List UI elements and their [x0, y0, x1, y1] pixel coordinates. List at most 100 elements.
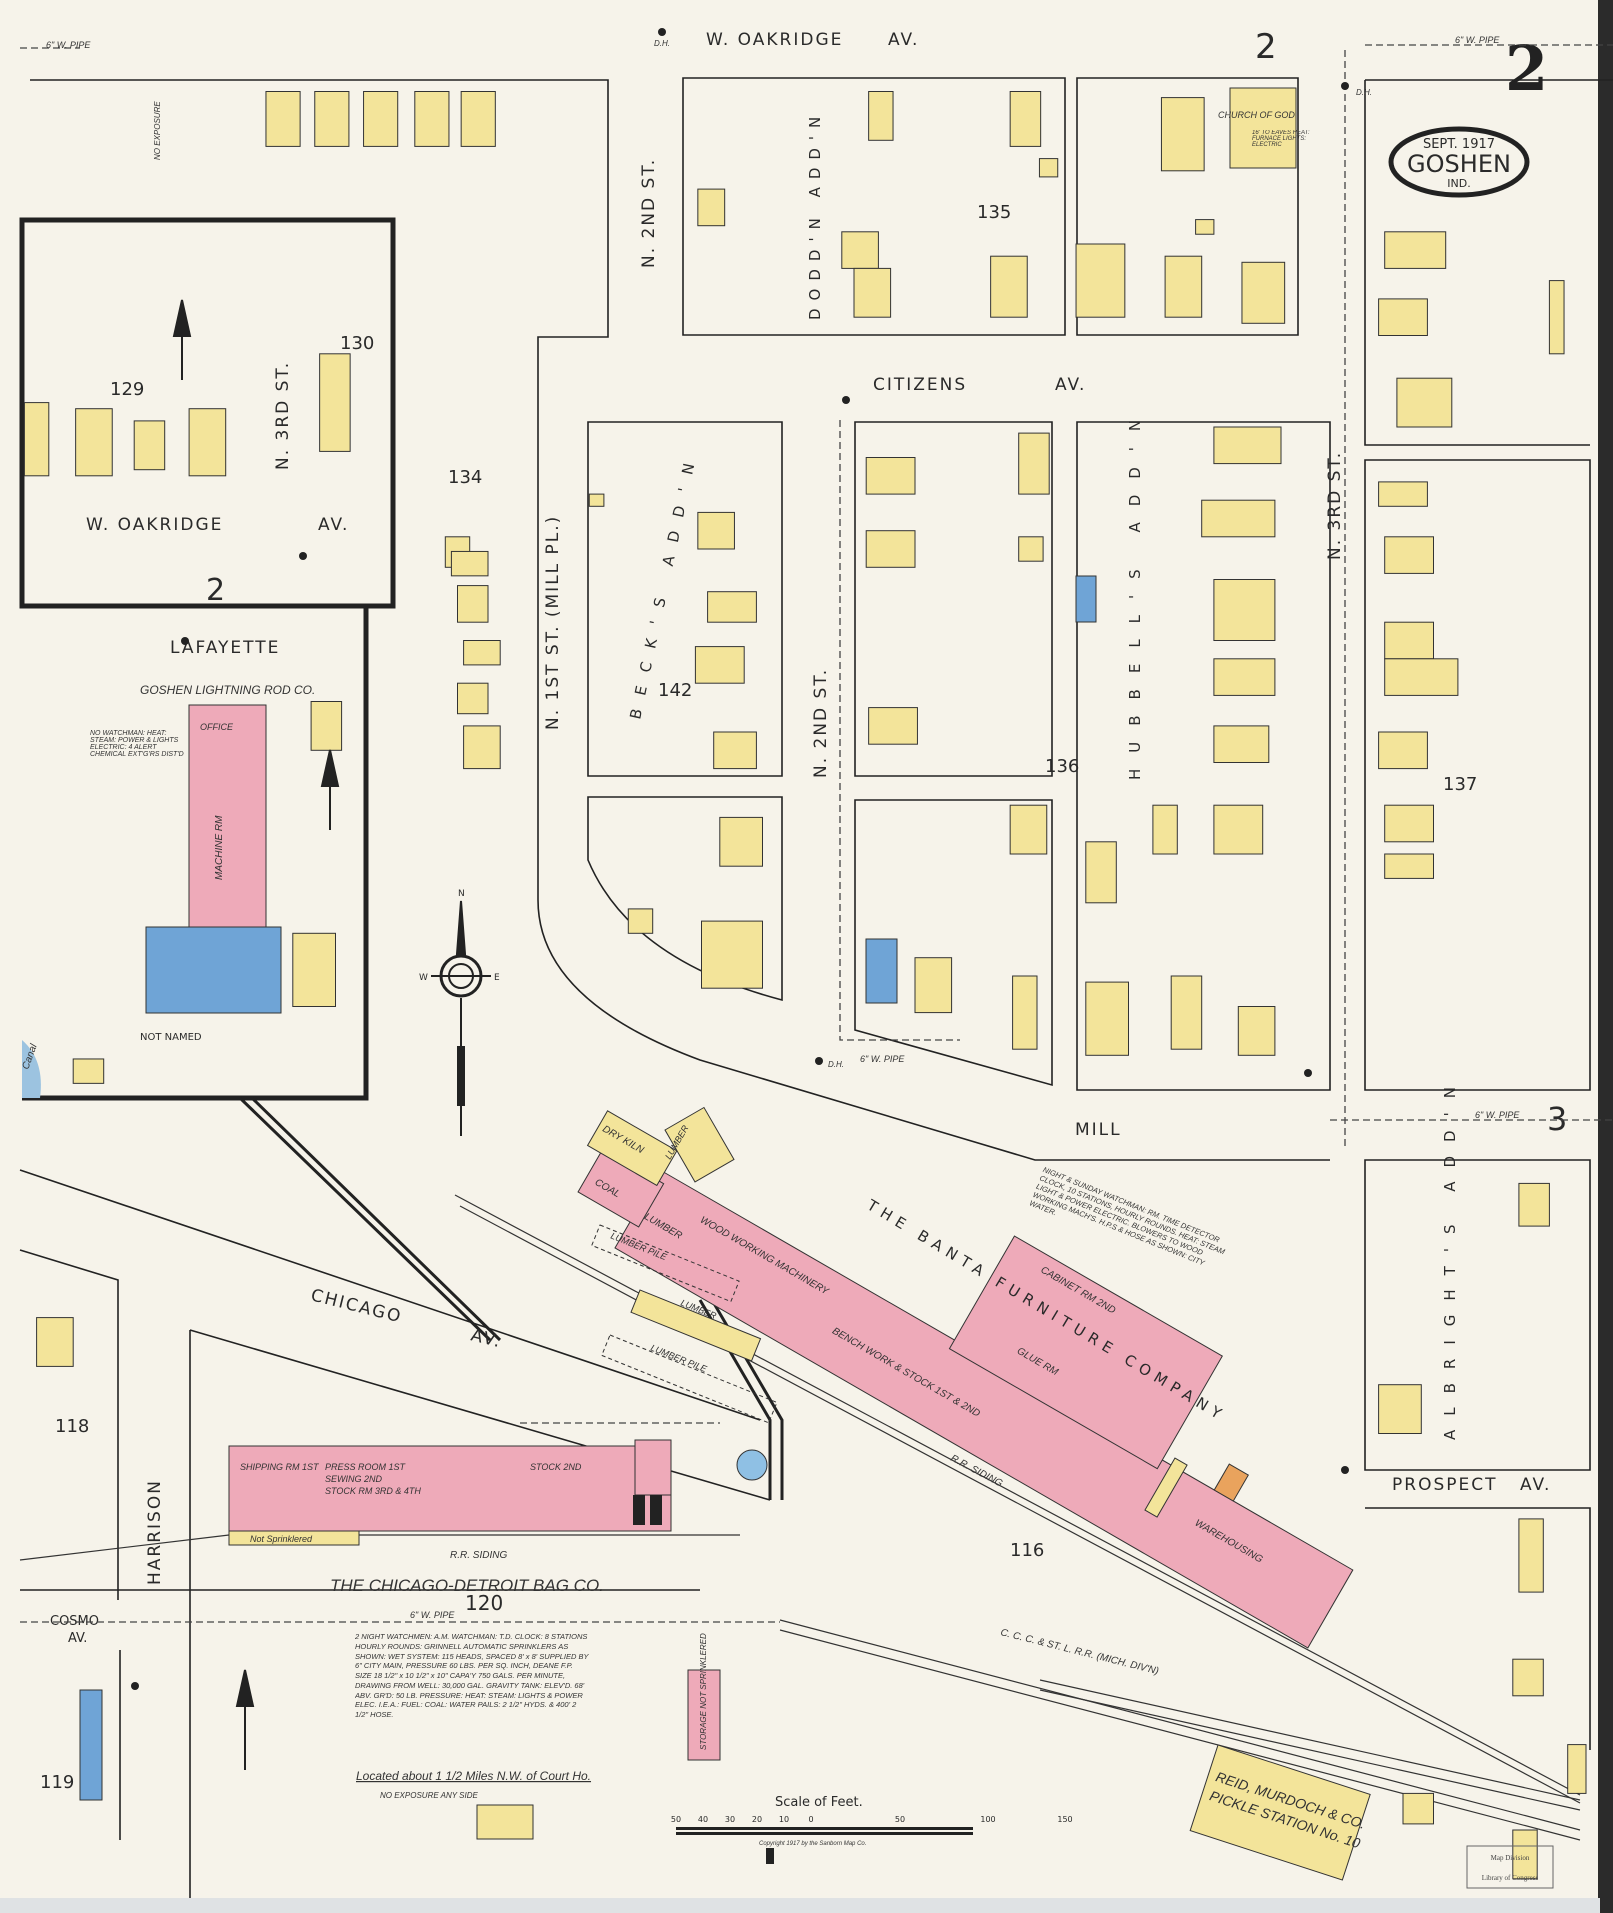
church-of-god: CHURCH OF GOD [1218, 87, 1297, 169]
storage-label: STORAGE NOT SPRINKLERED [699, 1633, 708, 1750]
room-label: STOCK RM 3RD & 4TH [325, 1486, 421, 1496]
street-n-2nd: N. 2ND ST. [811, 668, 831, 778]
dwelling [1009, 804, 1048, 855]
dwelling [72, 1058, 105, 1084]
dwelling [1384, 804, 1434, 843]
pipe-label: 6" W. PIPE [46, 40, 91, 50]
dwelling [1384, 658, 1459, 696]
dwelling [853, 267, 892, 318]
street-av: AV. [1055, 375, 1086, 395]
north-arrows [172, 299, 340, 1770]
street-w-oakridge-inset: W. OAKRIDGE [86, 515, 223, 535]
block-number: 116 [1010, 1540, 1044, 1561]
scale-tick-label: 40 [698, 1815, 708, 1824]
dwelling [75, 408, 113, 477]
scale-tick-label: 30 [725, 1815, 735, 1824]
dwelling [463, 725, 501, 770]
office-label: OFFICE [200, 722, 234, 732]
dwelling [1548, 280, 1565, 355]
block-number: 130 [340, 333, 374, 354]
street-av: AV. [888, 30, 919, 50]
library-of-congress-stamp: Map Division Library of Congress [1466, 1845, 1554, 1889]
scale-tick-label: 150 [1057, 1815, 1072, 1824]
dwelling [868, 91, 894, 141]
dwelling [1009, 91, 1042, 147]
dwelling [1378, 481, 1428, 507]
block-number: 118 [55, 1416, 89, 1437]
street-labels: W. OAKRIDGE AV. W. OAKRIDGE AV. CITIZENS… [20, 30, 1549, 1646]
hydrant-label: D.H. [1356, 88, 1372, 97]
street-lines [19, 77, 1613, 1913]
pipe-label: 6" W. PIPE [410, 1610, 455, 1620]
room-label: SHIPPING RM 1ST [240, 1462, 320, 1472]
dwelling [23, 402, 50, 477]
machine-room-label: MACHINE RM [214, 815, 225, 880]
dwellings-layer [23, 91, 1587, 1880]
street-citizens: CITIZENS [873, 375, 967, 395]
dwelling [990, 255, 1028, 318]
block-number: 134 [448, 467, 482, 488]
water-pipes [20, 44, 1613, 1623]
cartouche-state: IND. [1447, 177, 1470, 190]
inset-lightning-rod [22, 603, 369, 1101]
dwelling [1018, 432, 1050, 495]
scale-tick-label: 20 [752, 1815, 762, 1824]
dwelling [1213, 658, 1276, 696]
dwelling [1012, 975, 1038, 1050]
dwelling [865, 457, 916, 495]
dwelling [292, 932, 336, 1007]
hydrant-label: D.H. [828, 1060, 844, 1069]
rr-siding-label: R.R. SIDING [450, 1550, 507, 1561]
room-label: PRESS ROOM 1ST [325, 1462, 407, 1472]
dwelling [694, 646, 745, 684]
dwelling [914, 957, 953, 1014]
storage-building: STORAGE NOT SPRINKLERED [687, 1633, 721, 1761]
addition-label: HUBBELL'S ADD'N [1126, 404, 1144, 780]
dwelling [1567, 1744, 1587, 1794]
dwelling [314, 91, 350, 147]
fire-notes: NO WATCHMAN: HEAT: STEAM: POWER & LIGHTS… [90, 101, 1310, 1840]
adjacent-sheet-inset: 2 [206, 573, 225, 608]
dwelling [1152, 804, 1178, 855]
dwelling [1518, 1182, 1550, 1227]
hydrant-label: D.H. [654, 39, 670, 48]
street-cosmo: COSMO [50, 1614, 99, 1629]
dwelling [1213, 725, 1270, 764]
scale-tick-label: 0 [808, 1815, 813, 1824]
dwelling [1195, 219, 1215, 235]
street-prospect: PROSPECT [1392, 1475, 1497, 1495]
room-label: SEWING 2ND [325, 1474, 383, 1484]
title-cartouche: SEPT. 1917 GOSHEN IND. [1388, 126, 1530, 198]
bag-co-building: SHIPPING RM 1ST PRESS ROOM 1ST SEWING 2N… [228, 1439, 768, 1546]
dwelling [1018, 536, 1044, 562]
dwelling [133, 420, 166, 471]
church-note: 16' TO EAVES HEAT: FURNACE LIGHTS: ELECT… [1252, 130, 1310, 148]
dwelling [719, 816, 763, 867]
dwelling [701, 920, 763, 989]
dwelling [1384, 853, 1434, 879]
dwelling [1384, 621, 1434, 660]
street-w-oakridge: W. OAKRIDGE [706, 30, 843, 50]
pipe-label: 6" W. PIPE [860, 1054, 905, 1064]
dwelling [1085, 841, 1117, 904]
street-harrison: HARRISON [145, 1479, 165, 1585]
dwelling [310, 701, 343, 751]
street-n-1st: N. 1ST ST. (MILL PL.) [543, 515, 563, 730]
cartouche-date: SEPT. 1917 [1423, 137, 1495, 152]
dwelling [1201, 499, 1276, 538]
location-note: Located about 1 1/2 Miles N.W. of Court … [356, 1769, 591, 1783]
block-number: 135 [977, 202, 1011, 223]
dwelling [865, 530, 916, 568]
street-n-3rd: N. 3RD ST. [1325, 451, 1345, 560]
dwelling [1237, 1006, 1276, 1056]
dwelling [841, 231, 879, 269]
scale-tick-label: 10 [779, 1815, 789, 1824]
bag-co-name: THE CHICAGO-DETROIT BAG CO. [330, 1576, 604, 1595]
compass-east: E [494, 973, 500, 983]
dwelling [1160, 97, 1205, 172]
pipe-label: 6" W. PIPE [1455, 35, 1500, 45]
hydrants [131, 28, 1349, 1690]
dwelling [1170, 975, 1203, 1050]
